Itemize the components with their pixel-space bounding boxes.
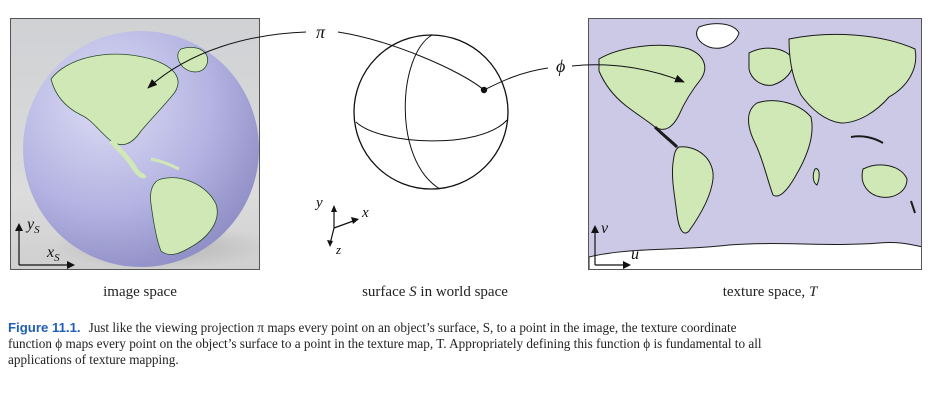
- world-z-label: z: [335, 242, 341, 257]
- map-south-america: [672, 146, 714, 234]
- pi-projection-curve: [337, 31, 485, 91]
- map-asia: [788, 33, 917, 124]
- pi-symbol: π: [316, 22, 326, 42]
- globe-illustration: yS xS: [15, 31, 259, 269]
- x-axis-label: xS: [46, 244, 60, 264]
- surface-point: [480, 86, 488, 94]
- world-map-illustration: v u: [589, 23, 921, 269]
- texture-space-label: texture space, T: [722, 284, 818, 300]
- south-america-shape: [150, 177, 218, 255]
- map-antarctica: [589, 242, 921, 269]
- map-australia: [861, 164, 908, 198]
- v-axis-label: v: [601, 220, 609, 237]
- map-africa: [748, 100, 813, 197]
- image-space-label: image space: [103, 284, 177, 300]
- phi-map-curve: [483, 67, 549, 91]
- map-north-america: [598, 44, 706, 130]
- u-axis-label: u: [631, 246, 639, 263]
- world-space-label: surface S in world space: [362, 284, 508, 300]
- texture-space-panel: v u: [588, 18, 922, 270]
- world-x-label: x: [361, 205, 369, 221]
- caption-text: Just like the viewing projection π maps …: [8, 320, 762, 367]
- north-america-shape: [50, 53, 179, 145]
- world-y-label: y: [314, 195, 323, 211]
- world-axes: y x z: [314, 195, 369, 257]
- surface-sphere: [353, 34, 509, 190]
- image-space-panel: yS xS: [10, 18, 260, 270]
- phi-symbol: ϕ: [556, 56, 565, 76]
- figure-number: Figure 11.1.: [8, 320, 81, 335]
- figure-caption: Figure 11.1.Just like the viewing projec…: [8, 320, 778, 368]
- y-axis-label: yS: [25, 216, 40, 236]
